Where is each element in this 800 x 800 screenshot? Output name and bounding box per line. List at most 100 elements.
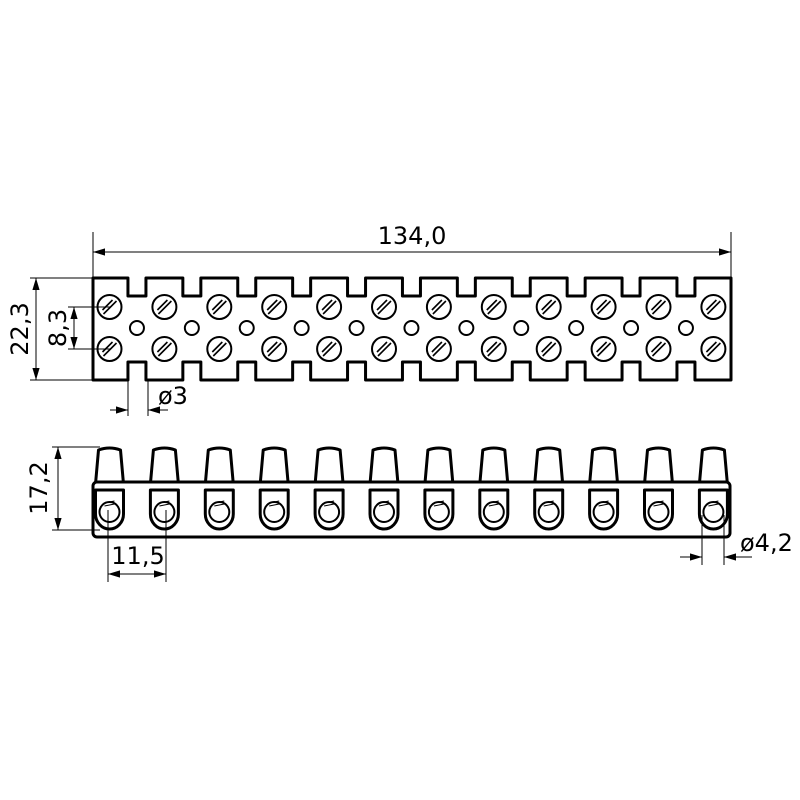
hole-shading xyxy=(598,503,609,507)
screw-slot xyxy=(486,299,498,311)
top-view-mount-holes xyxy=(128,320,694,336)
screw-slot xyxy=(377,342,392,357)
hole-shading xyxy=(598,500,609,504)
mount-hole-icon xyxy=(348,320,365,336)
screw-slot xyxy=(321,299,333,311)
screw-slot xyxy=(101,341,114,353)
screw-slot xyxy=(487,300,502,315)
clamp-tab xyxy=(368,446,400,486)
dimension-overall-length: 134,0 xyxy=(92,222,732,278)
dimension-mount-hole: ø3 xyxy=(110,380,188,416)
screw-slot xyxy=(376,299,388,311)
screw-slot xyxy=(541,299,553,311)
front-view-wire-ports xyxy=(94,488,729,531)
hole-shading xyxy=(488,500,499,504)
clamp-tab xyxy=(533,446,565,486)
screw-slot xyxy=(101,299,114,311)
hole-shading xyxy=(488,503,499,507)
mount-hole-icon xyxy=(623,320,640,336)
mount-hole-icon xyxy=(403,320,420,336)
clamp-tab xyxy=(258,446,290,486)
dimension-height-front: 17,2 xyxy=(25,446,100,531)
screw-slot xyxy=(706,342,721,357)
clamp-tab xyxy=(697,446,729,486)
mount-hole-icon xyxy=(183,320,200,336)
dimension-height-top: 22,3 xyxy=(6,277,93,381)
screw-slot xyxy=(596,341,608,353)
hole-shading xyxy=(214,503,225,507)
screw-slot xyxy=(597,300,612,315)
clamp-tab xyxy=(588,446,620,486)
mount-hole-icon xyxy=(293,320,310,336)
screw-slot xyxy=(212,342,227,357)
screw-slot xyxy=(651,300,667,315)
screw-slot xyxy=(431,299,443,311)
wire-hole-label: ø4,2 xyxy=(740,529,793,557)
screw-slot xyxy=(322,300,337,315)
top-view-screws xyxy=(96,294,727,362)
screw-slot xyxy=(487,342,502,357)
screw-slot xyxy=(432,300,447,315)
screw-slot xyxy=(650,299,663,311)
hole-shading xyxy=(104,503,115,507)
dimension-pitch: 11,5 xyxy=(107,510,167,582)
hole-shading xyxy=(433,500,444,504)
screw-slot xyxy=(542,300,557,315)
screw-slot xyxy=(377,300,392,315)
clamp-tab xyxy=(643,446,674,486)
mount-hole-icon xyxy=(568,320,585,336)
hole-shading xyxy=(378,503,390,507)
screw-slot xyxy=(211,341,223,353)
pitch-label: 11,5 xyxy=(111,542,164,570)
screw-slot xyxy=(266,299,278,311)
screw-slot xyxy=(486,341,498,353)
clamp-tab xyxy=(423,446,455,486)
screw-slot xyxy=(157,300,172,315)
screw-slot xyxy=(321,341,333,353)
mount-hole-icon xyxy=(128,320,145,336)
screw-slot xyxy=(542,342,557,357)
height-front-label: 17,2 xyxy=(25,461,53,514)
clamp-tab xyxy=(478,446,510,486)
screw-slot xyxy=(705,299,717,311)
clamp-tab xyxy=(203,446,235,486)
screw-slot xyxy=(211,299,223,311)
hole-shading xyxy=(324,500,335,504)
hole-shading xyxy=(214,500,225,504)
clamp-tab xyxy=(94,446,125,486)
screw-slot xyxy=(157,342,172,357)
hole-shading xyxy=(378,500,390,504)
hole-shading xyxy=(269,500,280,504)
screw-slot xyxy=(376,341,388,353)
screw-slot xyxy=(651,342,667,357)
hole-shading xyxy=(653,500,664,504)
hole-shading xyxy=(543,500,554,504)
hole-shading xyxy=(433,503,444,507)
screw-slot xyxy=(156,299,168,311)
mount-hole-icon xyxy=(513,320,530,336)
hole-shading xyxy=(324,503,335,507)
screw-slot xyxy=(597,342,612,357)
hole-shading xyxy=(653,503,664,507)
overall-length-label: 134,0 xyxy=(378,222,447,250)
screw-slot xyxy=(322,342,337,357)
screw-slot xyxy=(212,300,227,315)
front-view-body xyxy=(91,480,732,539)
hole-shading xyxy=(708,500,719,504)
hole-shading xyxy=(159,503,170,507)
clamp-tab xyxy=(148,446,180,486)
screw-slot xyxy=(432,342,447,357)
top-view xyxy=(91,276,733,382)
screw-slot xyxy=(706,300,721,315)
mount-hole-label: ø3 xyxy=(158,382,188,410)
front-view xyxy=(91,446,732,539)
screw-slot xyxy=(431,341,443,353)
screw-slot xyxy=(705,341,717,353)
mount-hole-icon xyxy=(458,320,475,336)
screw-slot xyxy=(267,300,282,315)
dimension-wire-hole: ø4,2 xyxy=(680,515,793,565)
screw-slot xyxy=(541,341,553,353)
screw-slot xyxy=(596,299,608,311)
hole-shading xyxy=(104,500,115,504)
